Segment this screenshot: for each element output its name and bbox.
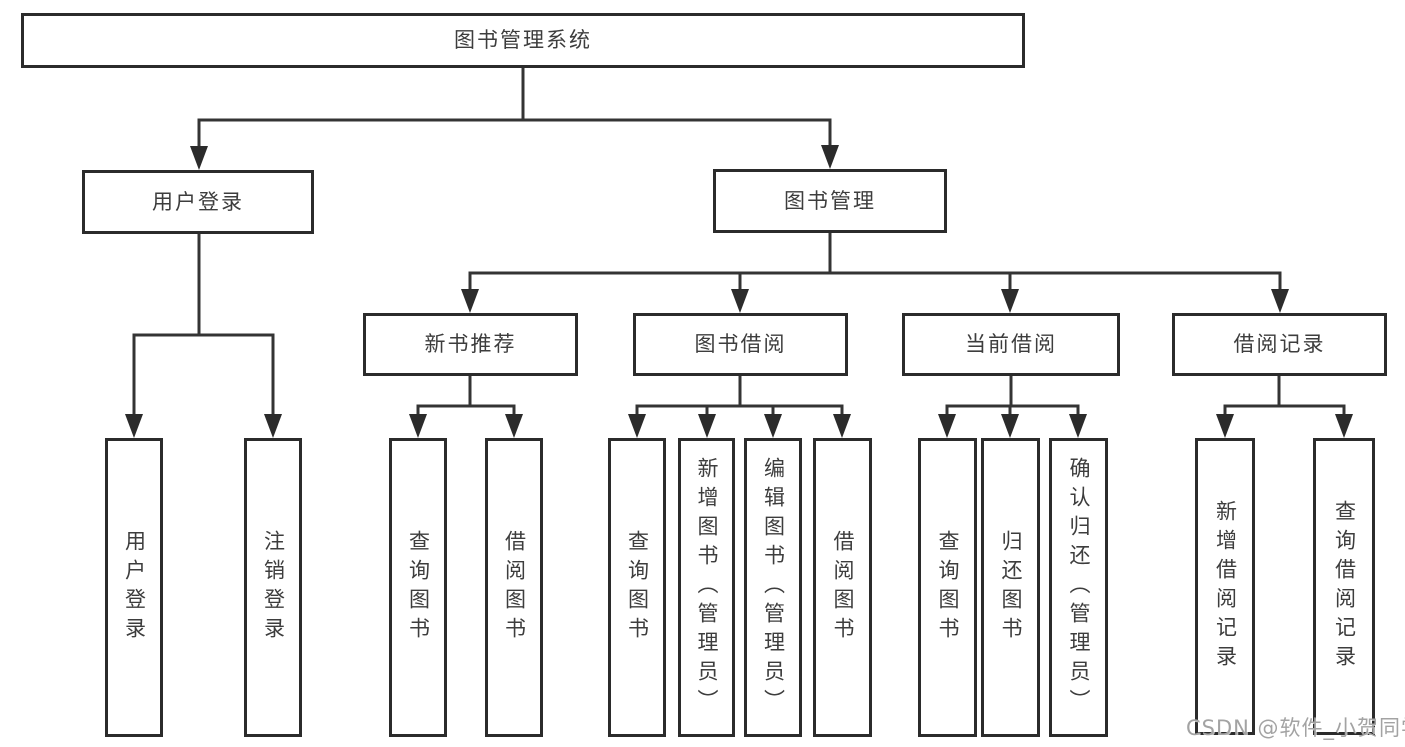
leaf-borrow-books: 借阅图书 — [813, 438, 872, 737]
leaf-borrow-books-recommend: 借阅图书 — [485, 438, 543, 737]
node-borrow-records: 借阅记录 — [1172, 313, 1387, 376]
leaf-confirm-return-admin: 确认归还（管理员） — [1049, 438, 1108, 737]
node-root-system: 图书管理系统 — [21, 13, 1025, 68]
leaf-query-books-current: 查询图书 — [918, 438, 977, 737]
node-book-borrow: 图书借阅 — [633, 313, 848, 376]
leaf-add-borrow-record: 新增借阅记录 — [1195, 438, 1255, 735]
leaf-query-books-recommend: 查询图书 — [389, 438, 447, 737]
watermark: CSDN @软件_小贺同学 — [1186, 716, 1405, 740]
leaf-query-borrow-record: 查询借阅记录 — [1313, 438, 1375, 735]
leaf-user-login: 用户登录 — [105, 438, 163, 737]
leaf-query-books-borrow: 查询图书 — [608, 438, 666, 737]
leaf-logout: 注销登录 — [244, 438, 302, 737]
node-current-borrow: 当前借阅 — [902, 313, 1120, 376]
leaf-return-books: 归还图书 — [981, 438, 1040, 737]
node-new-book-recommend: 新书推荐 — [363, 313, 578, 376]
leaf-add-books-admin: 新增图书（管理员） — [678, 438, 735, 737]
node-book-management-branch: 图书管理 — [713, 169, 947, 233]
leaf-edit-books-admin: 编辑图书（管理员） — [744, 438, 802, 737]
node-user-login-branch: 用户登录 — [82, 170, 314, 234]
